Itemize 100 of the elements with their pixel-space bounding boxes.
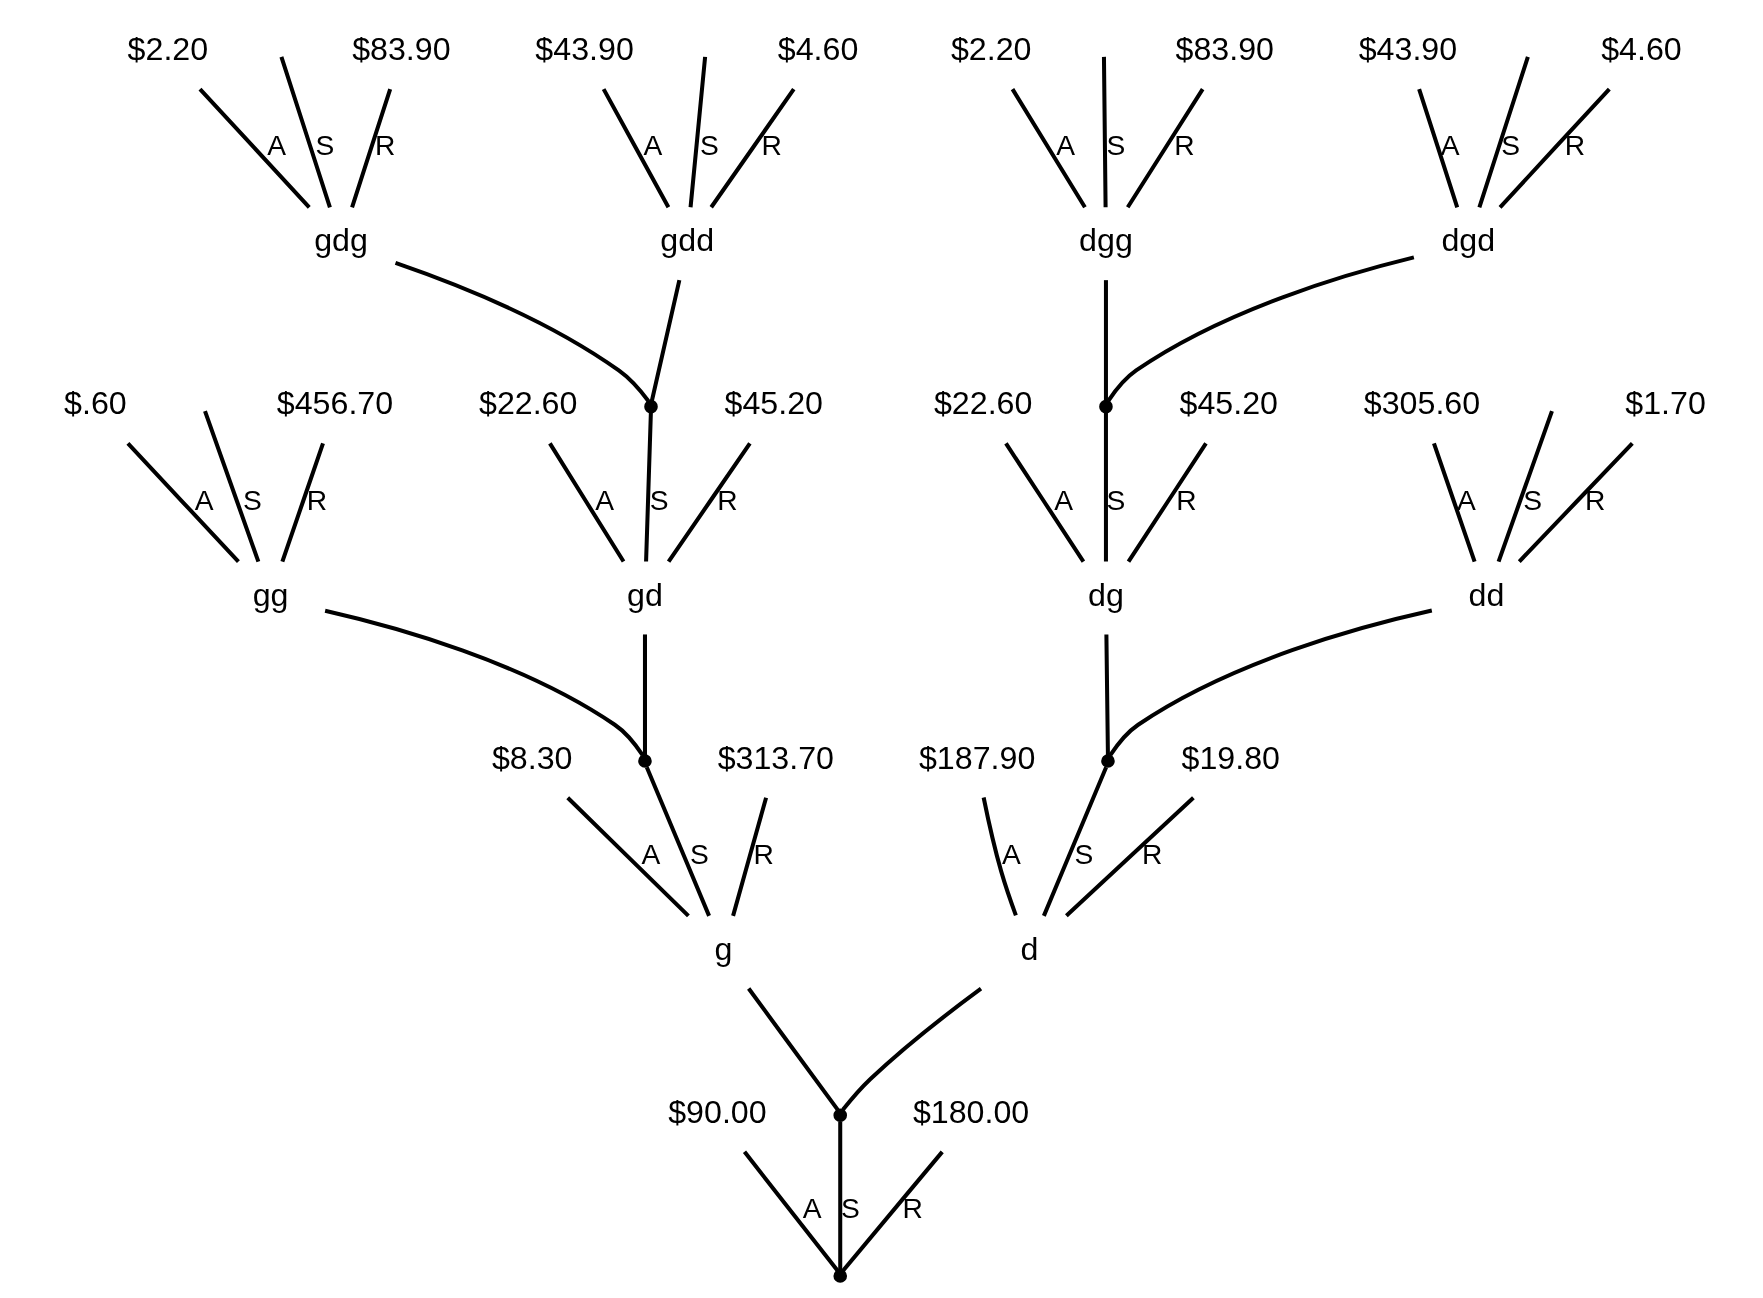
connector — [1106, 255, 1414, 403]
edge-label: R — [1564, 129, 1585, 162]
connector — [730, 797, 768, 917]
edge-label: R — [374, 129, 395, 162]
connector — [1517, 442, 1634, 563]
node-text: $90.00 — [667, 1093, 767, 1130]
edge-label: S — [1500, 129, 1520, 162]
node-text: d — [1020, 930, 1038, 967]
node-text: gd — [626, 576, 663, 613]
node-text: $305.60 — [1363, 385, 1480, 422]
connector — [1476, 56, 1530, 208]
node-text: $83.90 — [1174, 31, 1274, 68]
node-text: $313.70 — [717, 739, 834, 776]
node-text: $.60 — [63, 385, 127, 422]
edge-label: A — [802, 1192, 821, 1225]
edge-label: S — [1522, 483, 1542, 516]
connector — [666, 442, 752, 563]
node-text: $22.60 — [933, 385, 1032, 422]
connector — [649, 279, 681, 402]
connector — [1125, 88, 1204, 209]
connector — [1108, 608, 1432, 757]
connector — [1064, 796, 1195, 918]
node-text: $19.80 — [1181, 739, 1280, 776]
node-text: gdd — [659, 222, 714, 259]
connector — [1101, 56, 1108, 208]
connector — [1003, 442, 1085, 563]
connector — [840, 987, 982, 1112]
connector — [1103, 280, 1108, 401]
edge-label: S — [699, 129, 719, 162]
edge-label: A — [641, 838, 660, 871]
connector — [1041, 766, 1108, 917]
edge-label: A — [194, 483, 214, 516]
edge-label: S — [1106, 129, 1125, 162]
edge-label: S — [1073, 838, 1093, 871]
node-text: $4.60 — [777, 31, 858, 68]
connector — [644, 766, 711, 917]
connector — [1126, 442, 1208, 563]
connector — [840, 1150, 944, 1273]
connector — [688, 56, 707, 208]
node-text: dgg — [1078, 222, 1133, 259]
connector — [279, 56, 332, 208]
edge-label: R — [1175, 483, 1197, 516]
edge-label: A — [266, 129, 286, 162]
edge-label: S — [840, 1192, 860, 1225]
edge-label: S — [314, 129, 334, 162]
node-point — [832, 1269, 847, 1283]
connector — [837, 1121, 842, 1271]
node-text: dg — [1087, 576, 1124, 613]
edge-label: S — [649, 483, 668, 516]
edge-label: R — [306, 483, 327, 516]
connector — [565, 796, 690, 918]
connector — [349, 88, 392, 208]
edge-label: R — [753, 838, 774, 871]
edge-label: R — [716, 483, 738, 516]
connector — [279, 442, 325, 563]
edge-label: R — [902, 1192, 923, 1225]
node-text: $45.20 — [724, 385, 823, 422]
edge-label: R — [1584, 483, 1605, 516]
connector — [1496, 410, 1554, 563]
connector — [198, 87, 311, 209]
edge-label: R — [1141, 838, 1162, 871]
connector — [1498, 87, 1611, 209]
edge-label: A — [1440, 129, 1460, 162]
connector — [1103, 413, 1108, 562]
edge-label: S — [1106, 483, 1125, 516]
node-point — [637, 754, 652, 768]
node-point — [1100, 754, 1115, 768]
edge-label: A — [1055, 129, 1075, 162]
node-text: dgd — [1440, 222, 1495, 259]
node-text: $83.90 — [351, 31, 451, 68]
connector — [125, 442, 240, 563]
edge-label: S — [689, 838, 709, 871]
node-text: $4.60 — [1600, 31, 1682, 68]
connector — [547, 442, 625, 563]
connector — [601, 88, 670, 209]
edge-label: A — [1053, 483, 1073, 516]
connector — [394, 261, 650, 403]
connector — [642, 634, 647, 756]
node-text: $2.20 — [127, 31, 208, 68]
node-text: $43.90 — [534, 31, 634, 68]
node-text: $8.30 — [491, 739, 573, 776]
node-text: g — [714, 930, 732, 967]
connector — [981, 797, 1018, 917]
edge-label: R — [1173, 129, 1195, 162]
edge-label: R — [761, 129, 782, 162]
node-text: $43.90 — [1358, 31, 1457, 68]
connector — [742, 1150, 839, 1272]
node-point — [1098, 399, 1113, 414]
connector — [643, 412, 653, 562]
node-text: $1.70 — [1624, 385, 1706, 422]
node-text: gdg — [313, 222, 368, 259]
node-text: $187.90 — [918, 739, 1035, 776]
edge-label: A — [1456, 483, 1476, 516]
edge-label: A — [643, 129, 662, 162]
connector — [709, 87, 795, 209]
node-text: $22.60 — [478, 385, 577, 422]
connector — [1431, 442, 1476, 563]
edge-label: S — [242, 483, 262, 516]
node-text: $456.70 — [276, 385, 393, 422]
node-text: $45.20 — [1179, 385, 1278, 422]
